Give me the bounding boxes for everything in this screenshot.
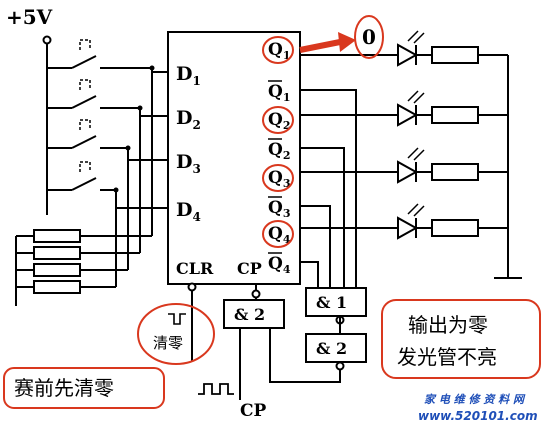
switch-lever xyxy=(71,55,97,69)
resistor xyxy=(431,46,479,64)
output-highlight xyxy=(262,164,294,192)
led-icon xyxy=(397,160,419,184)
chip-input-label: D1 xyxy=(176,63,201,88)
note-right-line-2: 发光管不亮 xyxy=(397,345,497,369)
cp-input-label: CP xyxy=(240,401,267,421)
cp-pin-bubble xyxy=(251,289,261,299)
led-array xyxy=(299,30,508,240)
note-left: 赛前先清零 xyxy=(14,376,114,400)
and-gate-left xyxy=(223,299,285,329)
and-gate-right-2 xyxy=(305,333,367,363)
led-icon xyxy=(397,216,419,240)
output-highlight xyxy=(262,106,294,134)
feedback-wire xyxy=(269,328,341,383)
output-highlight xyxy=(262,220,294,248)
resistor xyxy=(431,106,479,124)
resistor xyxy=(33,246,81,260)
resistor xyxy=(431,219,479,237)
power-terminal xyxy=(42,35,52,45)
clr-pin-label: CLR xyxy=(176,259,214,278)
resistor xyxy=(431,163,479,181)
resistor xyxy=(33,263,81,277)
switch-lever xyxy=(71,135,97,149)
note-right-box xyxy=(381,299,541,379)
and-gate-left-label: & 2 xyxy=(234,305,265,324)
and-gate-right-2-label: & 2 xyxy=(316,339,347,358)
switch-lever xyxy=(71,177,97,191)
led-icon xyxy=(397,43,419,67)
power-label: +5V xyxy=(6,5,53,29)
clear-label: 清零 xyxy=(153,334,183,352)
output-value-ring xyxy=(354,15,384,59)
led-icon xyxy=(397,103,419,127)
clear-highlight xyxy=(137,303,215,365)
clock-pulse-icon xyxy=(198,383,234,395)
and-gate-right-1-label: & 1 xyxy=(316,293,347,312)
switch-lever xyxy=(71,95,97,109)
clear-pulse-icon xyxy=(168,313,186,325)
cp-pin-label: CP xyxy=(237,259,262,278)
resistor xyxy=(33,229,81,243)
resistor xyxy=(33,280,81,294)
clr-pin xyxy=(187,282,197,292)
latch-chip xyxy=(167,31,301,285)
arrow-head-icon xyxy=(338,32,356,52)
pulldown-resistors xyxy=(15,229,152,306)
note-left-box xyxy=(3,367,165,409)
output-highlight xyxy=(262,36,294,64)
watermark-title: 家 电 维 修 资 料 网 xyxy=(424,393,526,406)
and-gate-right-1 xyxy=(305,287,367,317)
arrow-shaft xyxy=(299,39,341,53)
watermark-url: www.520101.com xyxy=(418,409,538,423)
output-value: 0 xyxy=(362,25,376,49)
note-right-line-1: 输出为零 xyxy=(408,313,488,337)
